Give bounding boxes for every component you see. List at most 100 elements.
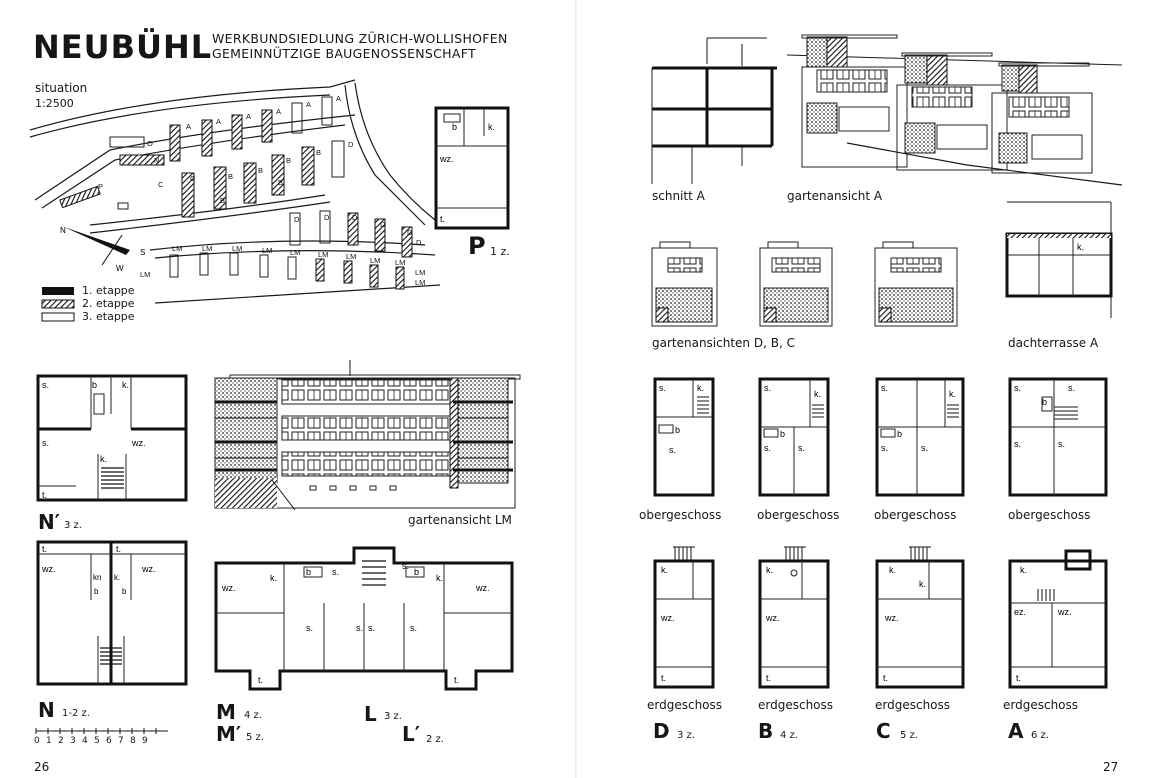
site-letter: LM — [172, 244, 182, 253]
plan-p: b k. wz. t. — [434, 106, 510, 230]
plan-ml: wz. k. b b s. s. k. wz. s. s. s. s. t. t… — [214, 546, 514, 691]
room-label: s. — [921, 443, 928, 453]
compass-n: N — [60, 226, 66, 235]
room-label: s. — [1068, 383, 1075, 393]
room-label: t. — [1016, 673, 1021, 683]
site-letter: B — [220, 196, 225, 205]
site-letter: C — [158, 180, 164, 189]
room-label: wz. — [660, 613, 675, 623]
site-letter: A — [276, 107, 281, 116]
plan-n12-rooms: 1-2 z. — [62, 708, 90, 719]
room-label: wz. — [439, 154, 454, 164]
site-letter: A — [186, 122, 191, 131]
room-label: k. — [436, 573, 443, 583]
site-letter: P — [98, 182, 103, 191]
plan-n3-letter: N′ — [38, 510, 61, 534]
room-label: k. — [488, 122, 495, 132]
room-label: s. — [332, 567, 339, 577]
page-number-left: 26 — [34, 760, 50, 774]
caption-l2-letter: L′ — [402, 722, 421, 746]
caption-m2-rooms: 5 z. — [246, 732, 264, 743]
caption-l2-rooms: 2 z. — [426, 734, 444, 745]
garden-elevation-b — [759, 241, 833, 327]
room-label: s. — [42, 438, 49, 448]
site-letter: LM — [370, 256, 380, 265]
garden-elevation-a-label: gartenansicht A — [787, 189, 883, 203]
garden-elevation-a — [786, 34, 1123, 186]
site-letter: O — [147, 139, 153, 148]
scale-tick: 3 — [70, 736, 76, 746]
room-label: t. — [454, 675, 459, 685]
garden-elevations-label: gartenansichten D, B, C — [652, 336, 795, 350]
room-label: s. — [42, 380, 49, 390]
plan-p-letter: P — [468, 232, 486, 260]
caption-m-letter: M — [216, 700, 236, 724]
site-letter: LM — [395, 258, 405, 267]
room-label: s. — [368, 623, 375, 633]
room-label: wz. — [141, 564, 156, 574]
room-label: k. — [661, 565, 668, 575]
room-label: b — [92, 380, 97, 390]
room-label: t. — [258, 675, 263, 685]
type-rooms-a: 6 z. — [1031, 730, 1049, 741]
scale-tick: 4 — [82, 736, 88, 746]
plan-n12-letter: N — [38, 698, 55, 722]
garden-elevation-d — [651, 241, 718, 327]
plan-n3-rooms: 3 z. — [64, 520, 82, 531]
room-label: b — [675, 425, 680, 435]
type-letter-a: A — [1008, 719, 1024, 743]
type-letter-d: D — [653, 719, 670, 743]
room-label: kn — [93, 573, 101, 582]
room-label: k. — [766, 565, 773, 575]
type-rooms-d: 3 z. — [677, 730, 695, 741]
room-label: k. — [100, 454, 107, 464]
subtitle-line-2: GEMEINNÜTZIGE BAUGENOSSENSCHAFT — [212, 46, 476, 61]
row-lm-buildings — [169, 252, 405, 290]
site-letter: LM — [140, 270, 150, 279]
site-letter: D — [416, 238, 422, 247]
scale-tick: 1 — [46, 736, 52, 746]
scale-tick: 7 — [118, 736, 124, 746]
upper-label-b: obergeschoss — [757, 508, 840, 522]
site-letter: LM — [318, 250, 328, 259]
site-letter: A — [336, 94, 341, 103]
ground-plan-b: k. wz. t. — [758, 546, 830, 689]
ground-plan-c: k. k. wz. t. — [875, 546, 965, 689]
site-letter: D — [380, 220, 386, 229]
site-letter: LM — [290, 248, 300, 257]
upper-label-a: obergeschoss — [1008, 508, 1091, 522]
page-number-right: 27 — [1103, 760, 1119, 774]
site-letter: D — [348, 140, 354, 149]
site-letter: B — [228, 172, 233, 181]
site-letter: LM — [415, 278, 425, 287]
room-label: b — [897, 429, 902, 439]
site-letter: A — [306, 100, 311, 109]
site-letter: D — [294, 215, 300, 224]
room-label: s. — [1014, 439, 1021, 449]
site-letter: B — [278, 178, 283, 187]
room-label: k. — [919, 579, 926, 589]
ground-plan-d: k. wz. t. — [653, 546, 715, 689]
gutter — [575, 0, 578, 778]
upper-label-c: obergeschoss — [874, 508, 957, 522]
upper-label-d: obergeschoss — [639, 508, 722, 522]
scale-tick: 6 — [106, 736, 112, 746]
room-label: s. — [1058, 439, 1065, 449]
scale-bar — [35, 728, 168, 734]
room-label: b — [306, 567, 311, 577]
room-label: s. — [798, 443, 805, 453]
row-b-buildings — [181, 140, 345, 218]
compass-w: W — [116, 264, 124, 273]
room-label: k. — [114, 573, 120, 582]
room-label: wz. — [765, 613, 780, 623]
room-label: wz. — [475, 583, 490, 593]
plan-p-rooms: 1 z. — [490, 245, 510, 258]
room-label: k. — [949, 389, 956, 399]
room-label: s. — [881, 443, 888, 453]
ground-label-c: erdgeschoss — [875, 698, 951, 712]
room-label: t. — [440, 214, 445, 224]
ground-label-b: erdgeschoss — [758, 698, 834, 712]
upper-plan-b: s. k. b s. s. — [758, 377, 830, 497]
site-letter: D — [352, 213, 358, 222]
site-letter: LM — [346, 252, 356, 261]
